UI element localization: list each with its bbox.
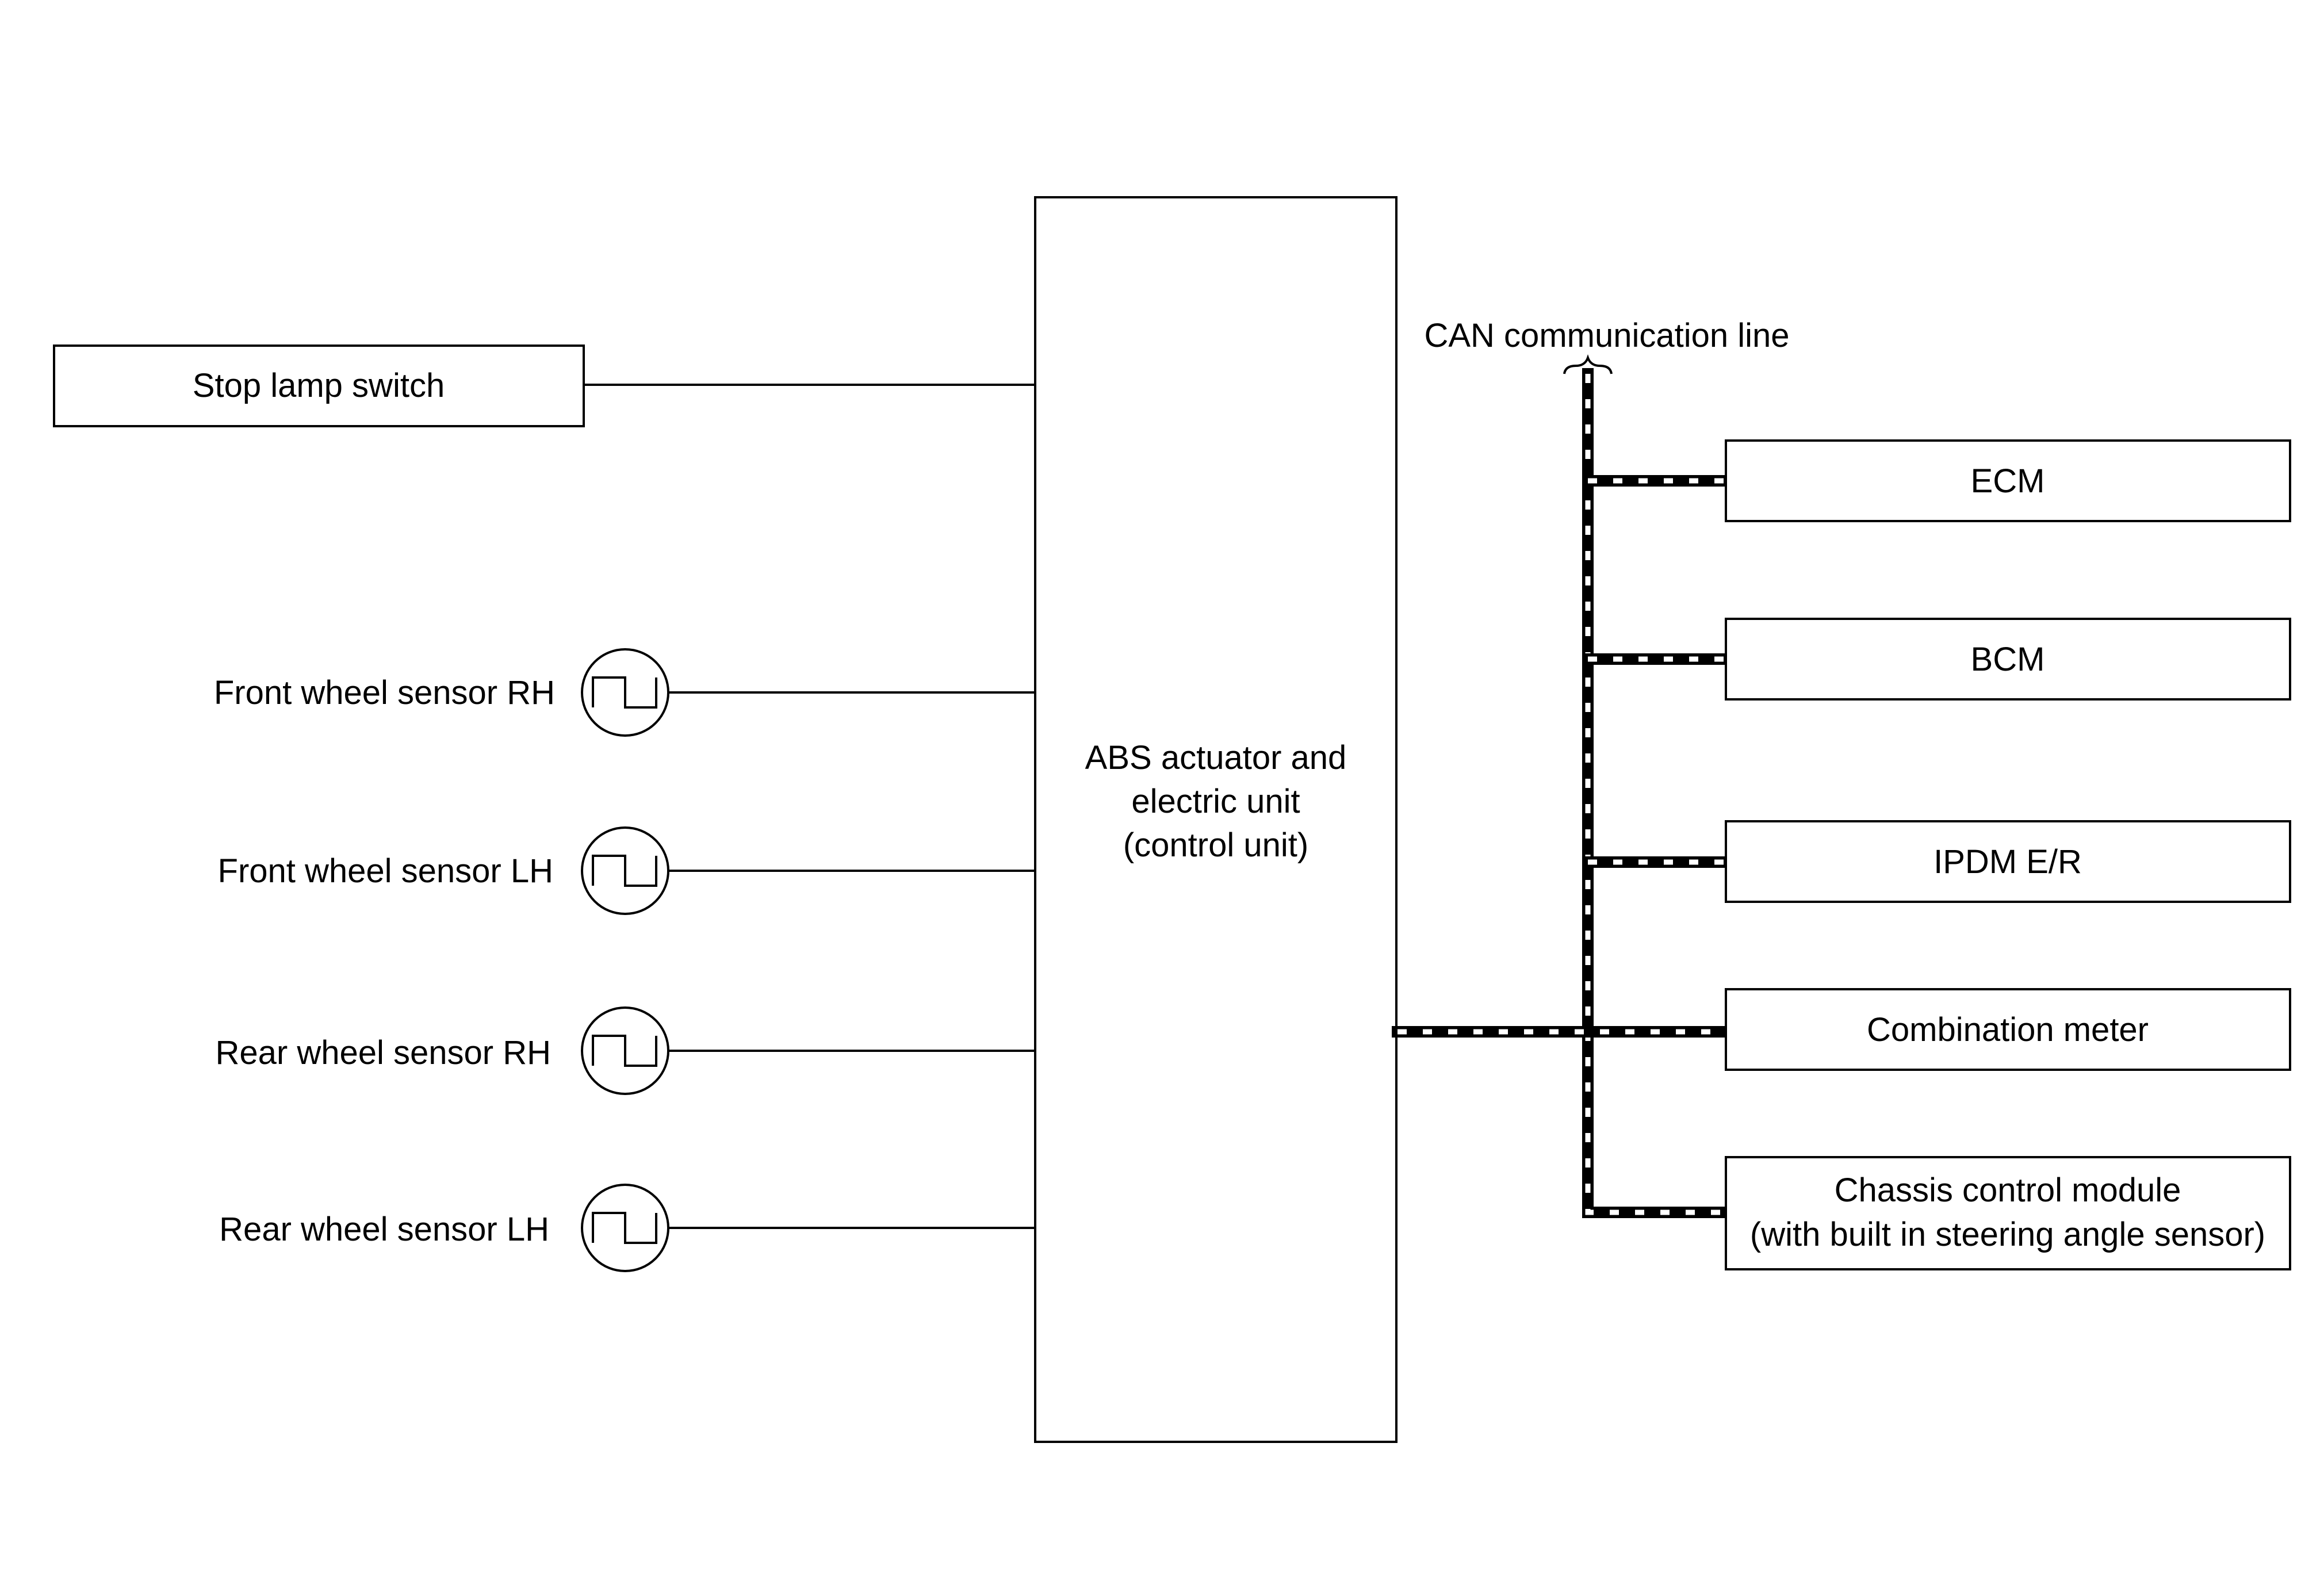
- module-label-combination-meter: Combination meter: [1867, 1011, 2149, 1048]
- wheel-sensor-label: Front wheel sensor RH: [214, 674, 555, 711]
- module-label-chassis-control-module-line-1: Chassis control module: [1835, 1172, 2181, 1209]
- stop-lamp-switch-label: Stop lamp switch: [193, 367, 445, 404]
- stop-lamp-switch-box: [53, 345, 585, 427]
- module-box-chassis-control-module: [1725, 1156, 2291, 1270]
- wheel-sensor-rear-lh: Rear wheel sensor LH: [219, 1184, 1035, 1272]
- wheel-sensor-label: Rear wheel sensor RH: [216, 1034, 551, 1071]
- control-unit-label-line-3: (control unit): [1123, 826, 1308, 864]
- module-label-bcm: BCM: [1971, 641, 2045, 678]
- can-line-label: CAN communication line: [1424, 317, 1789, 354]
- module-box-bcm: [1725, 618, 2291, 701]
- wheel-sensor-label: Rear wheel sensor LH: [219, 1211, 549, 1248]
- square-wave-icon: [592, 1212, 657, 1244]
- wheel-sensor-label: Front wheel sensor LH: [218, 852, 553, 890]
- square-wave-icon: [592, 676, 657, 709]
- control-unit-label-line-2: electric unit: [1131, 783, 1300, 820]
- square-wave-icon: [592, 1035, 657, 1067]
- control-unit-label-line-1: ABS actuator and: [1085, 739, 1347, 776]
- wheel-sensor-rear-rh: Rear wheel sensor RH: [216, 1006, 1035, 1095]
- module-box-combination-meter: [1725, 988, 2291, 1071]
- can-communication-line: [1392, 368, 1730, 1218]
- wheel-sensor-front-lh: Front wheel sensor LH: [218, 826, 1035, 915]
- module-label-ecm: ECM: [1971, 462, 2045, 500]
- module-label-chassis-control-module-line-2: (with built in steering angle sensor): [1750, 1216, 2265, 1253]
- module-box-ipdm-er: [1725, 820, 2291, 903]
- abs-control-unit-box: [1034, 196, 1398, 1443]
- square-wave-icon: [592, 855, 657, 887]
- module-box-ecm: [1725, 439, 2291, 522]
- wheel-sensor-front-rh: Front wheel sensor RH: [214, 648, 1035, 737]
- can-label-brace: [1563, 354, 1613, 374]
- module-label-ipdm-er: IPDM E/R: [1934, 843, 2082, 881]
